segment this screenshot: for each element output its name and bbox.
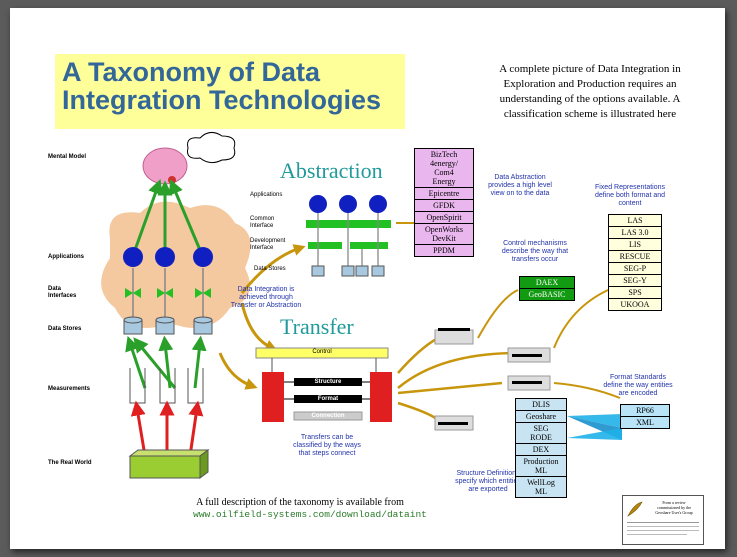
feather-icon <box>627 501 643 517</box>
footer-url-link[interactable]: www.oilfield-systems.com/download/datain… <box>193 509 427 520</box>
page-title: A Taxonomy of Data Integration Technolog… <box>62 57 382 115</box>
book-line: commissioned by the <box>657 505 691 510</box>
table-cell: UKOOA <box>608 298 662 311</box>
control-note: Control mechanisms describe the way that… <box>501 240 569 263</box>
fine-print-line <box>627 526 699 527</box>
abstraction-table: BizTech 4energy/ Com4 Energy Epicentre G… <box>414 148 474 257</box>
abs-label-applications: Applications <box>250 192 283 198</box>
table-cell: DAEX <box>519 276 575 289</box>
format-table: RP66 XML <box>620 404 670 429</box>
bar-control: Control <box>312 349 332 355</box>
table-cell: RP66 <box>620 404 670 417</box>
abstraction-diagram <box>306 195 415 277</box>
table-cell: RESCUE <box>608 250 662 263</box>
diagram-canvas <box>101 132 622 479</box>
table-cell: XML <box>620 416 670 429</box>
table-cell: OpenSpirit <box>414 211 474 224</box>
label-data-interfaces: Data Interfaces <box>48 286 77 299</box>
abstraction-heading: Abstraction <box>280 158 383 183</box>
intro-text: A complete picture of Data Integration i… <box>499 63 681 120</box>
table-cell: LIS <box>608 238 662 251</box>
table-cell: SEG RODE <box>515 422 567 444</box>
bar-connection: Connection <box>311 413 345 419</box>
label-applications: Applications <box>48 254 85 260</box>
label-data-stores: Data Stores <box>48 326 82 332</box>
table-cell: DLIS <box>515 398 567 411</box>
table-cell: WellLog ML <box>515 476 567 498</box>
review-book: From a review commissioned by the Geosha… <box>622 495 704 545</box>
table-cell: Geoshare <box>515 410 567 423</box>
table-cell: Epicentre <box>414 187 474 200</box>
fine-print-line <box>627 534 687 535</box>
transfer-note: Transfers can be classified by the ways … <box>293 434 361 457</box>
app-node <box>193 247 213 267</box>
slide: A Taxonomy of Data Integration Technolog… <box>10 8 725 549</box>
table-cell: GFDK <box>414 199 474 212</box>
label-measurements: Measurements <box>48 386 91 392</box>
fine-print-line <box>627 530 699 531</box>
integration-note: Data Integration is achieved through Tra… <box>230 286 302 309</box>
app-node <box>123 247 143 267</box>
abs-label-data-stores: Data Stores <box>254 266 286 272</box>
brain-icon <box>142 147 188 185</box>
table-cell: LAS 3.0 <box>608 226 662 239</box>
fixed-note: Fixed Representations define both format… <box>594 184 666 207</box>
format-note: Format Standards define the way entities… <box>603 374 673 397</box>
table-cell: OpenWorks DevKit <box>414 223 474 245</box>
table-cell: PPDM <box>414 244 474 257</box>
table-cell: LAS <box>608 214 662 227</box>
real-world-box <box>129 455 201 479</box>
structure-note: Structure Definitions specify which enti… <box>455 470 521 493</box>
table-cell: Production ML <box>515 455 567 477</box>
bar-format: Format <box>317 396 339 402</box>
book-line: Geoshare User's Group <box>655 510 693 515</box>
thought-cloud-icon <box>187 132 236 164</box>
control-table: DAEX GeoBASIC <box>519 276 575 301</box>
structure-table: DLIS Geoshare SEG RODE DEX Production ML… <box>515 398 567 498</box>
abs-label-common-interface: Common Interface <box>250 216 275 229</box>
label-mental-model: Mental Model <box>48 154 87 160</box>
table-cell: SEG-P <box>608 262 662 275</box>
table-cell: BizTech 4energy/ Com4 Energy <box>414 148 474 188</box>
transfer-heading: Transfer <box>280 314 354 339</box>
divider <box>627 522 699 523</box>
footer-text: A full description of the taxonomy is av… <box>196 497 404 508</box>
title-background <box>55 54 405 129</box>
label-real-world: The Real World <box>48 460 92 466</box>
table-cell: SPS <box>608 286 662 299</box>
app-node <box>155 247 175 267</box>
bar-structure: Structure <box>314 379 342 385</box>
abs-label-development-interface: Development Interface <box>250 238 286 251</box>
fixed-table: LAS LAS 3.0 LIS RESCUE SEG-P SEG-Y SPS U… <box>608 214 662 311</box>
table-cell: GeoBASIC <box>519 288 575 301</box>
table-cell: SEG-Y <box>608 274 662 287</box>
abstraction-note: Data Abstraction provides a high level v… <box>488 174 552 197</box>
book-line: From a review <box>662 500 686 505</box>
transfer-diagram <box>255 347 392 422</box>
table-cell: DEX <box>515 443 567 456</box>
